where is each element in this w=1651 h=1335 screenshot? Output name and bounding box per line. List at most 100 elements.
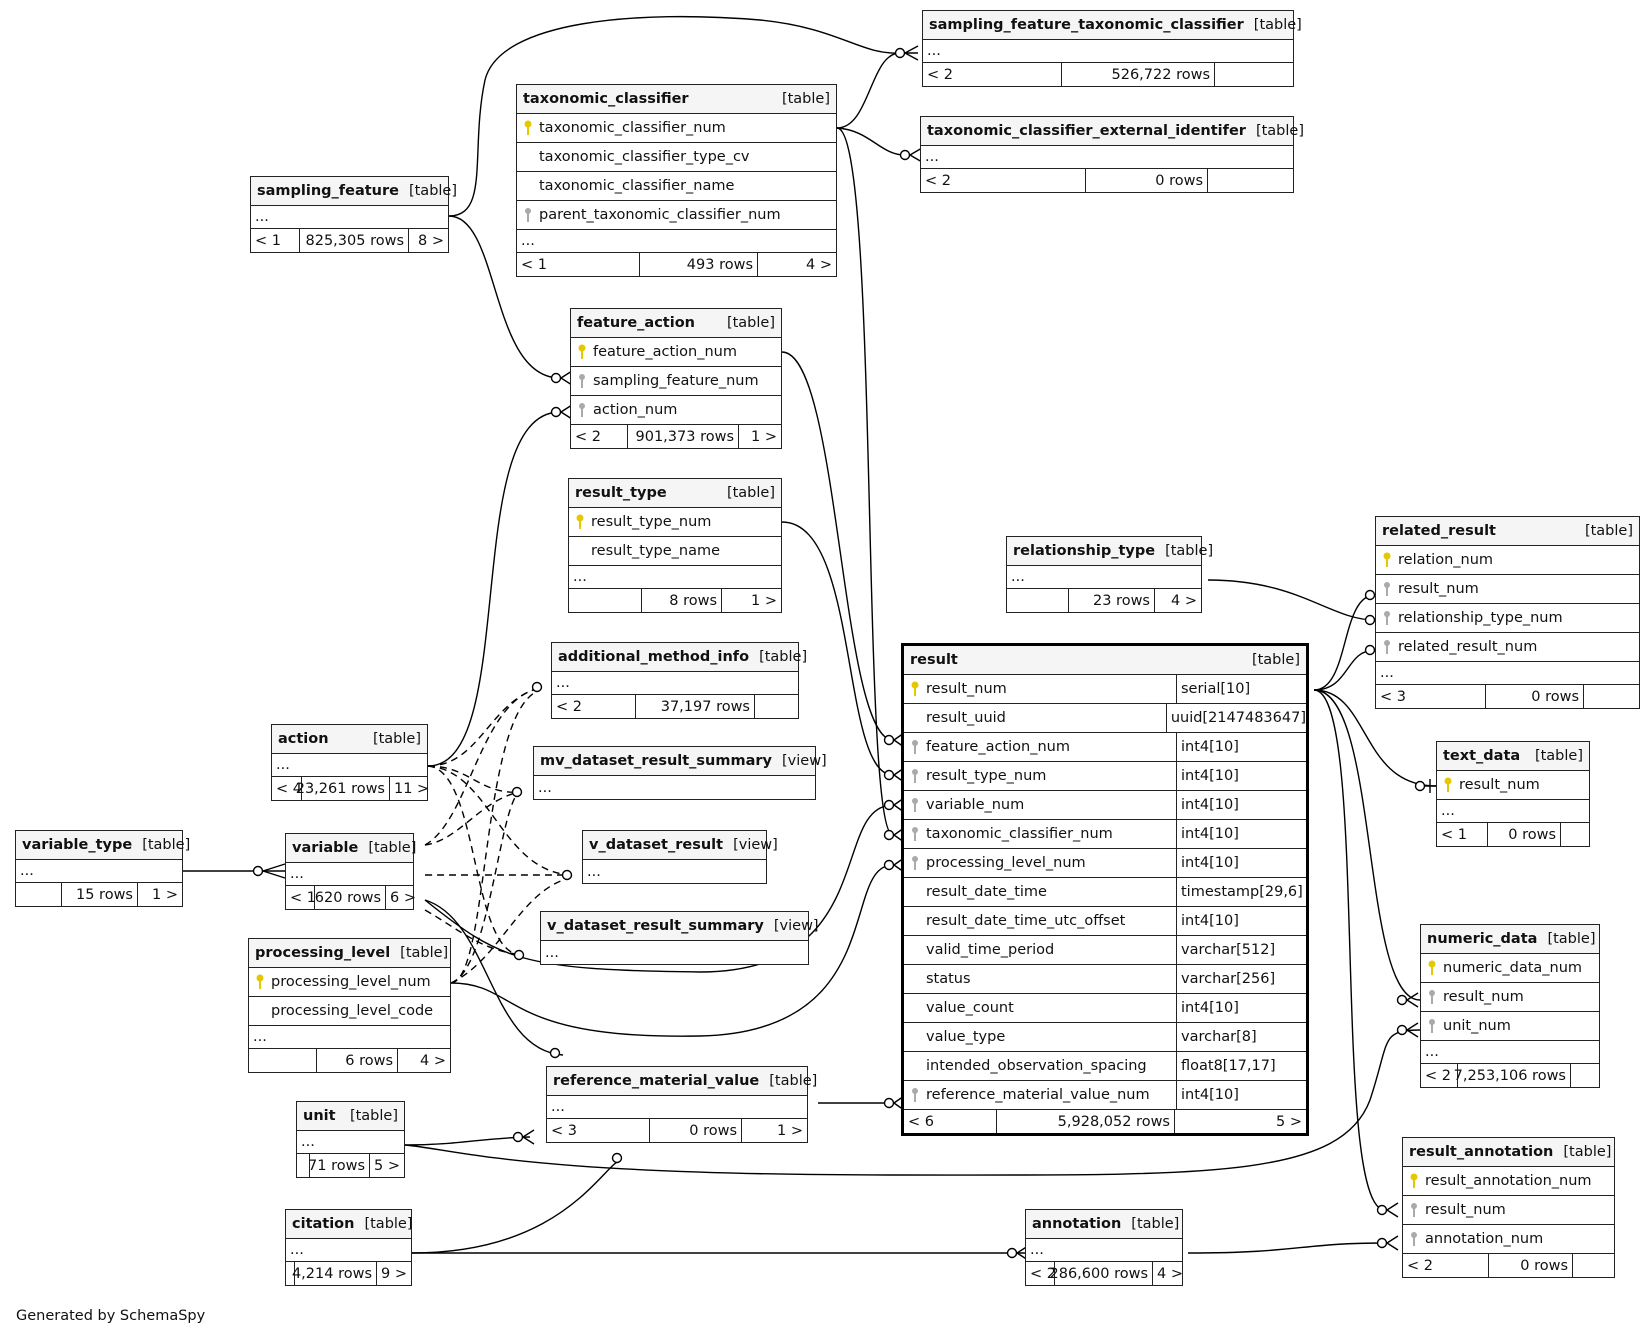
table-name[interactable]: annotation — [1032, 1216, 1122, 1232]
children-count[interactable] — [1573, 1254, 1614, 1277]
parents-count[interactable]: < 2 — [552, 695, 636, 718]
column-row[interactable]: feature_action_num — [571, 338, 781, 367]
parents-count[interactable]: < 1 — [517, 253, 640, 276]
children-count[interactable]: 1 > — [152, 886, 178, 903]
table-feature-action[interactable]: feature_action[table] feature_action_num… — [570, 308, 782, 449]
table-related-result[interactable]: related_result[table] relation_num resul… — [1375, 516, 1640, 709]
column-row[interactable]: taxonomic_classifier_num — [517, 114, 836, 143]
children-count[interactable] — [1208, 169, 1293, 192]
table-sampling-feature-taxonomic-classifier[interactable]: sampling_feature_taxonomic_classifier[ta… — [922, 10, 1302, 87]
children-count[interactable]: 8 > — [418, 232, 444, 249]
table-name[interactable]: relationship_type — [1013, 543, 1156, 559]
parents-count[interactable]: < 3 — [1376, 685, 1486, 708]
children-count[interactable]: 6 > — [390, 889, 416, 906]
column-row[interactable]: result_type_name — [569, 537, 781, 566]
table-name[interactable]: feature_action — [577, 315, 695, 331]
table-name[interactable]: v_dataset_result — [589, 837, 724, 853]
parents-count[interactable]: < 1 — [286, 886, 316, 909]
column-row[interactable]: unit_num — [1421, 1012, 1599, 1041]
column-row[interactable]: relationship_type_num — [1376, 604, 1639, 633]
parents-count[interactable]: < 2 — [1403, 1254, 1489, 1277]
table-name[interactable]: reference_material_value — [553, 1073, 760, 1089]
parents-count[interactable]: < 2 — [1421, 1064, 1458, 1087]
parents-count[interactable]: < 2 — [921, 169, 1086, 192]
table-name[interactable]: result_annotation — [1409, 1144, 1554, 1160]
column-row[interactable]: processing_level_num — [249, 968, 450, 997]
children-count[interactable] — [1215, 63, 1293, 86]
table-name[interactable]: taxonomic_classifier_external_identifer — [927, 123, 1246, 139]
table-name[interactable]: numeric_data — [1427, 931, 1538, 947]
parents-count[interactable]: < 2 — [571, 425, 628, 448]
table-name[interactable]: unit — [303, 1108, 336, 1124]
table-taxonomic-classifier-external-identifer[interactable]: taxonomic_classifier_external_identifer[… — [920, 116, 1304, 193]
parents-count[interactable] — [1007, 589, 1069, 612]
view-mv-dataset-result-summary[interactable]: mv_dataset_result_summary[view] ... — [533, 746, 827, 800]
parents-count[interactable] — [569, 589, 642, 612]
column-row[interactable]: processing_level_code — [249, 997, 450, 1026]
children-count[interactable] — [1561, 823, 1589, 846]
column-row[interactable]: related_result_num — [1376, 633, 1639, 662]
table-name[interactable]: processing_level — [255, 945, 391, 961]
table-name[interactable]: text_data — [1443, 748, 1521, 764]
column-row[interactable]: sampling_feature_num — [571, 367, 781, 396]
children-count[interactable]: 4 > — [1171, 592, 1197, 609]
view-v-dataset-result[interactable]: v_dataset_result[view] ... — [582, 830, 778, 884]
parents-count[interactable] — [249, 1049, 317, 1072]
table-result-type[interactable]: result_type[table] result_type_num resul… — [568, 478, 782, 613]
parents-count[interactable] — [16, 883, 62, 906]
children-count[interactable] — [755, 695, 798, 718]
parents-count[interactable]: < 1 — [1437, 823, 1488, 846]
column-row[interactable]: parent_taxonomic_classifier_num — [517, 201, 836, 230]
view-v-dataset-result-summary[interactable]: v_dataset_result_summary[view] ... — [540, 911, 819, 965]
column-row[interactable]: result_type_num — [569, 508, 781, 537]
parents-count[interactable] — [286, 1262, 296, 1285]
parents-count[interactable]: < 4 — [272, 777, 302, 800]
children-count[interactable]: 4 > — [1157, 1265, 1183, 1282]
table-name[interactable]: related_result — [1382, 523, 1496, 539]
children-count[interactable] — [1584, 685, 1639, 708]
column-row[interactable]: result_num — [1376, 575, 1639, 604]
table-numeric-data[interactable]: numeric_data[table] numeric_data_num res… — [1420, 924, 1600, 1088]
table-name[interactable]: result_type — [575, 485, 667, 501]
table-processing-level[interactable]: processing_level[table] processing_level… — [248, 938, 451, 1073]
column-row[interactable]: action_num — [571, 396, 781, 425]
table-name[interactable]: v_dataset_result_summary — [547, 918, 764, 934]
children-count[interactable]: 5 > — [374, 1157, 400, 1174]
children-count[interactable]: 1 > — [751, 428, 777, 445]
column-row[interactable]: result_num — [1421, 983, 1599, 1012]
table-name[interactable]: action — [278, 731, 329, 747]
parents-count[interactable]: < 1 — [251, 229, 300, 252]
column-row[interactable]: result_annotation_num — [1403, 1167, 1614, 1196]
table-name[interactable]: variable_type — [22, 837, 133, 853]
column-row[interactable]: taxonomic_classifier_name — [517, 172, 836, 201]
table-name[interactable]: additional_method_info — [558, 649, 750, 665]
children-count[interactable] — [1571, 1064, 1599, 1087]
children-count[interactable]: 5 > — [1276, 1113, 1302, 1130]
parents-count[interactable]: < 3 — [547, 1119, 650, 1142]
parents-count[interactable]: < 2 — [1026, 1262, 1056, 1285]
table-result-annotation[interactable]: result_annotation[table] result_annotati… — [1402, 1137, 1615, 1278]
table-name[interactable]: mv_dataset_result_summary — [540, 753, 772, 769]
column-row[interactable]: numeric_data_num — [1421, 954, 1599, 983]
children-count[interactable]: 1 > — [777, 1122, 803, 1139]
children-count[interactable]: 11 > — [394, 780, 430, 797]
parents-count[interactable] — [297, 1154, 311, 1177]
column-row[interactable]: annotation_num — [1403, 1225, 1614, 1254]
parents-count[interactable]: < 2 — [923, 63, 1062, 86]
